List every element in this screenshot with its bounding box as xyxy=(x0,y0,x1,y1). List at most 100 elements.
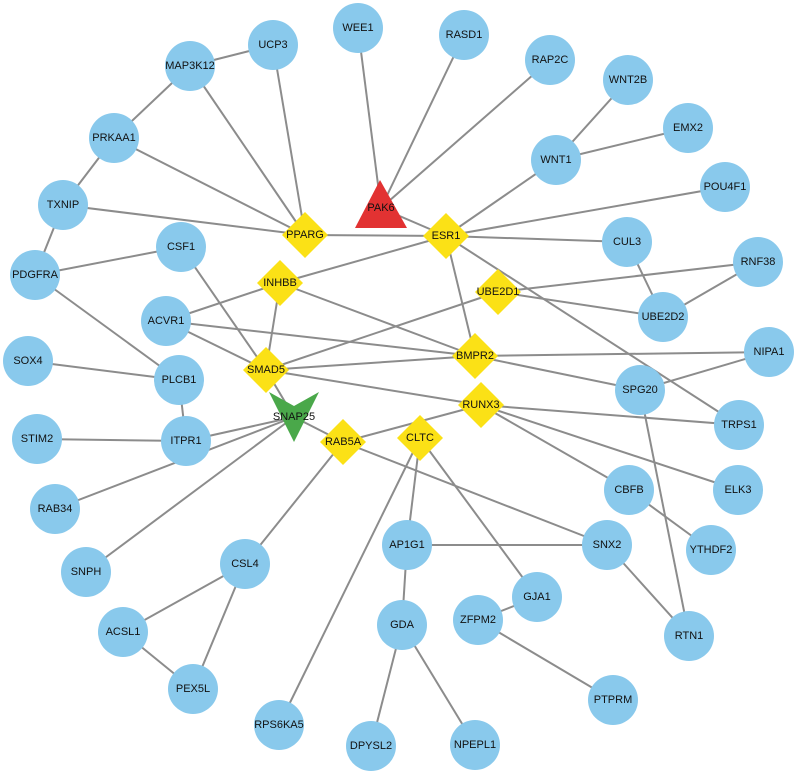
node-label: PEX5L xyxy=(176,683,210,695)
node-smad5[interactable]: SMAD5 xyxy=(243,347,289,393)
node-label: INHBB xyxy=(263,277,297,289)
node-rps6ka5[interactable]: RPS6KA5 xyxy=(254,700,304,750)
node-rab34[interactable]: RAB34 xyxy=(30,484,80,534)
node-pex5l[interactable]: PEX5L xyxy=(168,664,218,714)
node-label: PTPRM xyxy=(594,694,633,706)
node-shape-circle xyxy=(248,20,298,70)
edge-pou4f1-esr1 xyxy=(445,186,726,237)
node-ap1g1[interactable]: AP1G1 xyxy=(382,520,432,570)
node-shape-circle xyxy=(733,237,783,287)
node-elk3[interactable]: ELK3 xyxy=(713,465,763,515)
node-label: UBE2D2 xyxy=(642,311,685,323)
node-bmpr2[interactable]: BMPR2 xyxy=(452,333,498,379)
node-wnt2b[interactable]: WNT2B xyxy=(603,55,653,105)
node-plcb1[interactable]: PLCB1 xyxy=(154,355,204,405)
node-inhbb[interactable]: INHBB xyxy=(257,260,303,306)
node-label: ELK3 xyxy=(725,484,752,496)
edge-wee1-pak6 xyxy=(357,27,382,209)
edge-esr1-bmpr2 xyxy=(445,235,476,357)
node-csl4[interactable]: CSL4 xyxy=(220,539,270,589)
node-ucp3[interactable]: UCP3 xyxy=(248,20,298,70)
node-npepl1[interactable]: NPEPL1 xyxy=(450,720,500,770)
node-acsl1[interactable]: ACSL1 xyxy=(98,607,148,657)
edge-smad5-bmpr2 xyxy=(265,355,476,371)
edge-inhbb-bmpr2 xyxy=(279,282,476,357)
edge-rab5a-csl4 xyxy=(244,441,344,565)
edge-bmpr2-spg20 xyxy=(474,355,641,391)
node-label: TXNIP xyxy=(47,199,79,211)
node-zfpm2[interactable]: ZFPM2 xyxy=(453,595,503,645)
node-txnip[interactable]: TXNIP xyxy=(38,180,88,230)
node-shape-circle xyxy=(582,520,632,570)
node-cltc[interactable]: CLTC xyxy=(397,415,443,461)
node-label: CLTC xyxy=(406,432,434,444)
node-snx2[interactable]: SNX2 xyxy=(582,520,632,570)
edge-prkaa1-pparg xyxy=(113,137,306,236)
node-map3k12[interactable]: MAP3K12 xyxy=(165,41,215,91)
node-label: TRPS1 xyxy=(721,419,756,431)
node-pak6[interactable]: PAK6 xyxy=(355,180,407,228)
node-shape-circle xyxy=(439,10,489,60)
node-shape-diamond xyxy=(397,415,443,461)
node-ptprm[interactable]: PTPRM xyxy=(588,675,638,725)
node-csf1[interactable]: CSF1 xyxy=(156,222,206,272)
node-label: PRKAA1 xyxy=(92,132,135,144)
node-shape-circle xyxy=(531,135,581,185)
node-label: MAP3K12 xyxy=(165,60,215,72)
node-shape-circle xyxy=(604,465,654,515)
node-snph[interactable]: SNPH xyxy=(61,547,111,597)
node-layer: WEE1 RASD1 UCP3 RAP2C MAP3K12 WNT2BEMX2PRKAA1… xyxy=(3,3,794,771)
node-esr1[interactable]: ESR1 xyxy=(423,213,469,259)
node-cbfb[interactable]: CBFB xyxy=(604,465,654,515)
node-label: CSL4 xyxy=(231,558,259,570)
node-shape-circle xyxy=(713,465,763,515)
node-pparg[interactable]: PPARG xyxy=(282,212,328,258)
node-wee1[interactable]: WEE1 xyxy=(333,3,383,53)
node-shape-circle xyxy=(512,572,562,622)
node-rap2c[interactable]: RAP2C xyxy=(525,35,575,85)
node-trps1[interactable]: TRPS1 xyxy=(714,400,764,450)
node-shape-circle xyxy=(30,484,80,534)
edge-sox4-plcb1 xyxy=(27,360,180,381)
node-spg20[interactable]: SPG20 xyxy=(615,365,665,415)
node-shape-circle xyxy=(686,525,736,575)
node-rasd1[interactable]: RASD1 xyxy=(439,10,489,60)
node-sox4[interactable]: SOX4 xyxy=(3,336,53,386)
node-shape-circle xyxy=(10,250,60,300)
node-gda[interactable]: GDA xyxy=(377,600,427,650)
node-pou4f1[interactable]: POU4F1 xyxy=(700,162,750,212)
node-runx3[interactable]: RUNX3 xyxy=(458,382,504,428)
node-gja1[interactable]: GJA1 xyxy=(512,572,562,622)
node-label: AP1G1 xyxy=(389,539,424,551)
edge-runx3-elk3 xyxy=(480,404,739,491)
node-label: RAB5A xyxy=(325,436,362,448)
node-cul3[interactable]: CUL3 xyxy=(602,217,652,267)
node-itpr1[interactable]: ITPR1 xyxy=(161,416,211,466)
node-pdgfra[interactable]: PDGFRA xyxy=(10,250,60,300)
node-nipa1[interactable]: NIPA1 xyxy=(744,327,794,377)
node-prkaa1[interactable]: PRKAA1 xyxy=(89,113,139,163)
node-snap25[interactable]: SNAP25 xyxy=(269,392,319,442)
node-acvr1[interactable]: ACVR1 xyxy=(141,296,191,346)
node-shape-circle xyxy=(61,547,111,597)
node-label: GJA1 xyxy=(523,591,551,603)
node-shape-circle xyxy=(453,595,503,645)
edge-pdgfra-plcb1 xyxy=(34,274,180,381)
node-shape-circle xyxy=(382,520,432,570)
node-shape-circle xyxy=(525,35,575,85)
node-rab5a[interactable]: RAB5A xyxy=(320,419,366,465)
node-wnt1[interactable]: WNT1 xyxy=(531,135,581,185)
node-shape-circle xyxy=(156,222,206,272)
node-rnf38[interactable]: RNF38 xyxy=(733,237,783,287)
node-ythdf2[interactable]: YTHDF2 xyxy=(686,525,736,575)
node-emx2[interactable]: EMX2 xyxy=(663,103,713,153)
node-ube2d1[interactable]: UBE2D1 xyxy=(475,269,521,315)
node-ube2d2[interactable]: UBE2D2 xyxy=(638,292,688,342)
node-shape-circle xyxy=(638,292,688,342)
edge-rnf38-ube2d1 xyxy=(497,261,759,293)
node-label: CSF1 xyxy=(167,241,195,253)
node-rtn1[interactable]: RTN1 xyxy=(664,611,714,661)
edge-txnip-pparg xyxy=(62,204,306,236)
node-stim2[interactable]: STIM2 xyxy=(12,414,62,464)
node-dpysl2[interactable]: DPYSL2 xyxy=(346,721,396,771)
